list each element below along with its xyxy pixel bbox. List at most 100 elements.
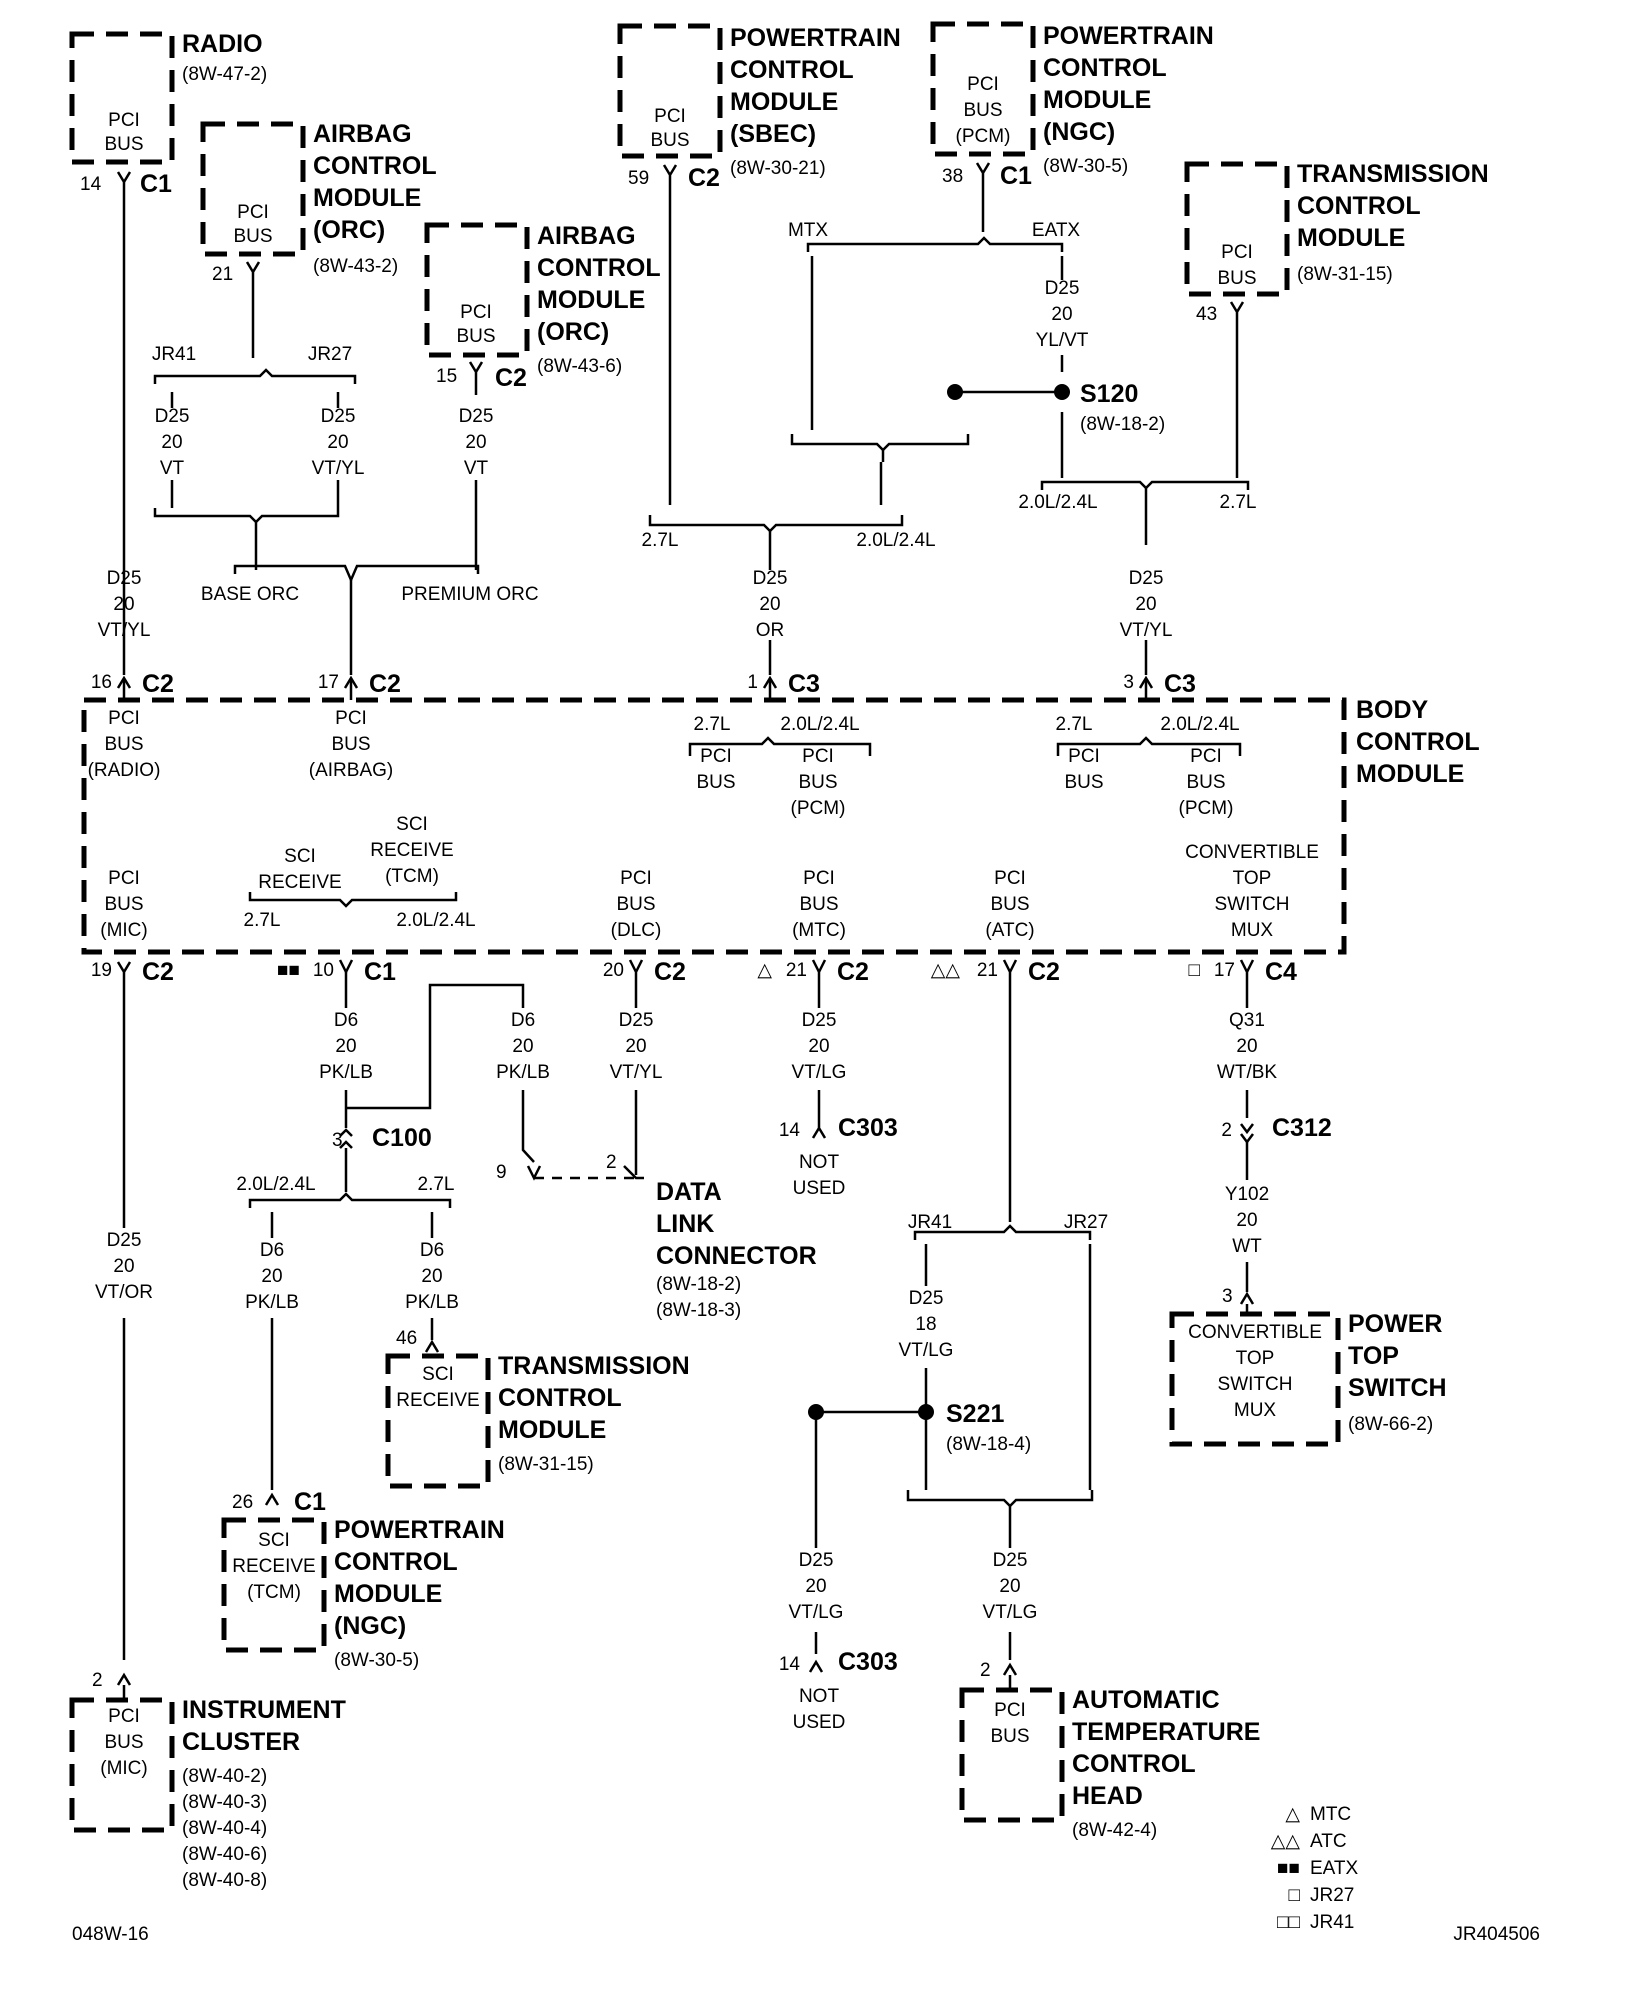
- power-top-inner: MUX: [1234, 1400, 1277, 1421]
- bcm-out-conn-mic: C2: [142, 958, 174, 986]
- wire-conv2: Y102: [1225, 1184, 1269, 1205]
- wire-mic: D25: [107, 1230, 142, 1251]
- wire-radio-to-bcm: 20: [113, 594, 134, 615]
- power-top-pin: 3: [1222, 1286, 1233, 1307]
- sci-wire: [248, 959, 535, 1506]
- wire-bcm-c3-3: D25: [1129, 568, 1164, 589]
- bcm-sci-a: 2.7L: [244, 910, 281, 931]
- bcm-conv-label: SWITCH: [1215, 894, 1290, 915]
- wire-atc-up: D25: [909, 1288, 944, 1309]
- bcm-radio-label: BUS: [104, 734, 143, 755]
- cluster-refs: (8W-40-6): [182, 1844, 267, 1865]
- atc-inner: PCI: [994, 1700, 1026, 1721]
- wire-mic: 20: [113, 1256, 134, 1277]
- sel-jr41-atc: JR41: [908, 1212, 952, 1233]
- pcm-ngc-ref: (8W-30-5): [1043, 156, 1128, 177]
- wire-mtc: D25: [802, 1010, 837, 1031]
- atc-title: TEMPERATURE: [1072, 1718, 1260, 1746]
- bcm-out-pin-dlc: 20: [603, 960, 624, 981]
- bcm-out-conn-mtc: C2: [837, 958, 869, 986]
- atc-wire: [808, 959, 1094, 1690]
- c303b-text: USED: [793, 1712, 846, 1733]
- s221-splice-dot-left: [808, 1404, 824, 1420]
- wire-atc-down: VT/LG: [983, 1602, 1038, 1623]
- dlc-title: LINK: [656, 1210, 714, 1238]
- radio-wire: [116, 171, 132, 675]
- bcm-dlc-label: BUS: [616, 894, 655, 915]
- radio-box: [69, 31, 175, 165]
- pcm-sbec-title: POWERTRAIN: [730, 24, 901, 52]
- atc-title: HEAD: [1072, 1782, 1143, 1810]
- dlc-refs: (8W-18-3): [656, 1300, 741, 1321]
- pcm-bottom-title: (NGC): [334, 1612, 406, 1640]
- pcm-bottom-inner: (TCM): [247, 1582, 301, 1603]
- wire-mtc: 20: [808, 1036, 829, 1057]
- sel-eatx: EATX: [1032, 220, 1081, 241]
- pcm-bottom-title: POWERTRAIN: [334, 1516, 505, 1544]
- bcm-mic-label: (MIC): [100, 920, 147, 941]
- sel-mtx: MTX: [788, 220, 828, 241]
- bcm-title: MODULE: [1356, 760, 1464, 788]
- tcm-top-title: CONTROL: [1297, 192, 1421, 220]
- wire-radio-to-bcm: VT/YL: [98, 620, 151, 641]
- wire-c100-right: 20: [421, 1266, 442, 1287]
- bcm-mtc-label: BUS: [799, 894, 838, 915]
- wire-mtc: VT/LG: [792, 1062, 847, 1083]
- bcm-sci-b: 2.0L/2.4L: [396, 910, 475, 931]
- wire-conv: Q31: [1229, 1010, 1265, 1031]
- sel-2024-c100: 2.0L/2.4L: [236, 1174, 315, 1195]
- airbag-b-title: CONTROL: [537, 254, 661, 282]
- airbag-b-title: (ORC): [537, 318, 609, 346]
- pcm-ngc-box: [930, 21, 1036, 157]
- bcm-airbag-label: BUS: [331, 734, 370, 755]
- bcm-in-conn-airbag: C2: [369, 670, 401, 698]
- c312-pin: 2: [1221, 1120, 1232, 1141]
- c303b-name: C303: [838, 1648, 898, 1676]
- bcm-dlc-label: (DLC): [611, 920, 662, 941]
- cluster-refs: (8W-40-3): [182, 1792, 267, 1813]
- power-top-box: [1169, 1311, 1341, 1447]
- wire-atc-down: 20: [999, 1576, 1020, 1597]
- bcm-in-conn-c3-1: C3: [788, 670, 820, 698]
- c303a-text: NOT: [799, 1152, 840, 1173]
- dlc-pin-2: 2: [606, 1152, 617, 1173]
- c303a-text: USED: [793, 1178, 846, 1199]
- pcm-bottom-title: MODULE: [334, 1580, 442, 1608]
- pcm-ngc-connector: C1: [1000, 162, 1032, 190]
- tcm-top-inner: PCI: [1221, 242, 1253, 263]
- bcm-sci-selector: [248, 892, 458, 908]
- pcm-bottom-ref: (8W-30-5): [334, 1650, 419, 1671]
- bcm-right-b-label: BUS: [1186, 772, 1225, 793]
- airbag-b-ref: (8W-43-6): [537, 356, 622, 377]
- pcm-sbec-pin: 59: [628, 168, 649, 189]
- radio-inner: PCI: [108, 110, 140, 131]
- figure-id: JR404506: [1453, 1924, 1540, 1945]
- wire-c100-right: D6: [420, 1240, 444, 1261]
- bcm-left-b: 2.0L/2.4L: [780, 714, 859, 735]
- bcm-top-connectors: [116, 675, 1154, 700]
- wire-airbag-jr27: 20: [327, 432, 348, 453]
- airbag-b-title: MODULE: [537, 286, 645, 314]
- c303b-pin: 14: [779, 1654, 801, 1675]
- cluster-inner: PCI: [108, 1706, 140, 1727]
- wire-dlc: D25: [619, 1010, 654, 1031]
- bcm-conv-label: MUX: [1231, 920, 1274, 941]
- mtc-wire: [811, 959, 827, 1139]
- tcm-bottom-title: CONTROL: [498, 1384, 622, 1412]
- power-top-inner: SWITCH: [1218, 1374, 1293, 1395]
- radio-inner: BUS: [104, 134, 143, 155]
- bcm-in-pin-c3-3: 3: [1123, 672, 1134, 693]
- pcm-sbec-inner: PCI: [654, 106, 686, 127]
- c100-pin: 3: [332, 1130, 343, 1151]
- wire-sci-a: 20: [335, 1036, 356, 1057]
- cluster-refs: (8W-40-4): [182, 1818, 267, 1839]
- legend-symbol: ■■: [1277, 1858, 1300, 1879]
- bcm-sci-b-label: SCI: [396, 814, 428, 835]
- marker-jr27: □: [1189, 960, 1201, 981]
- power-top-inner: TOP: [1236, 1348, 1275, 1369]
- pcm-ngc-title: (NGC): [1043, 118, 1115, 146]
- pcm-ngc-title: CONTROL: [1043, 54, 1167, 82]
- bcm-in-conn-radio: C2: [142, 670, 174, 698]
- dlc-title: CONNECTOR: [656, 1242, 817, 1270]
- legend-label: EATX: [1310, 1858, 1359, 1879]
